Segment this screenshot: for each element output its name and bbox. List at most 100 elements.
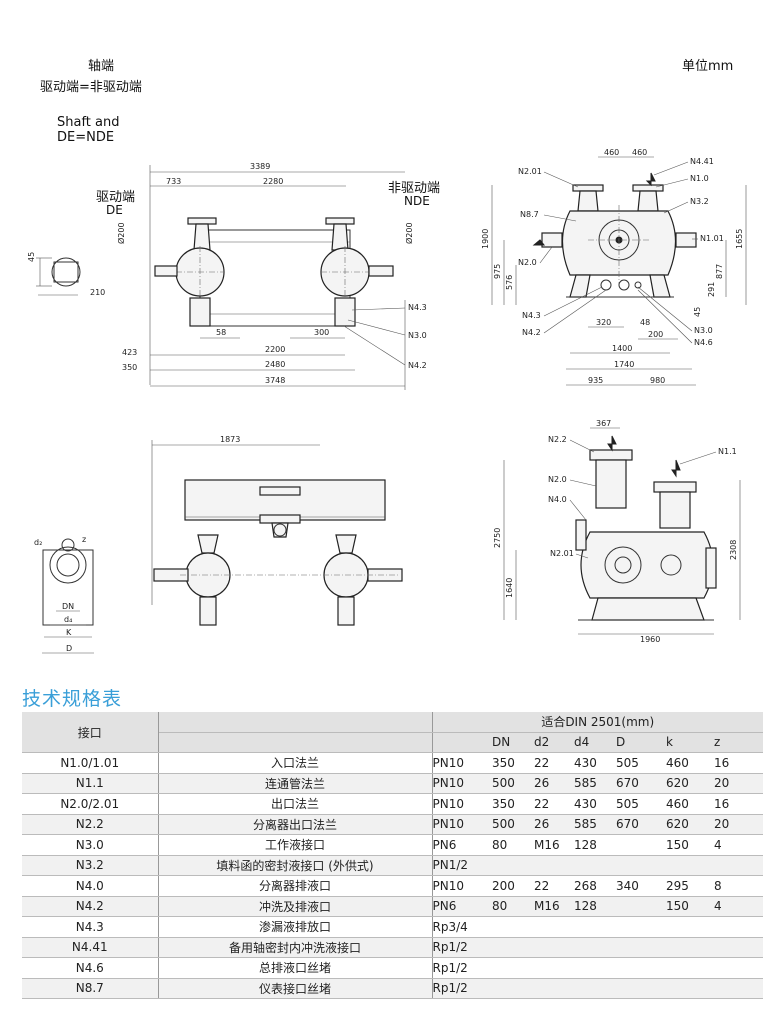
cell-z	[714, 937, 763, 958]
cell-d2: 22	[534, 752, 574, 774]
cell-k	[666, 978, 714, 999]
port-n43-side: N4.3	[522, 311, 541, 320]
front-view-with-separator-drawing: 1873 d₂ z DN d₄ K D	[34, 435, 403, 654]
shaft-equal-label-cn: 驱动端=非驱动端	[40, 80, 142, 95]
cell-k	[666, 916, 714, 938]
cell-D	[616, 957, 666, 979]
cell-pn: PN6	[432, 834, 492, 856]
side-view-drawing: 460 460 1900 975 576 1655 877 291 45 N2.…	[481, 148, 747, 386]
cell-port: N4.6	[22, 957, 159, 979]
cell-k: 460	[666, 793, 714, 815]
cell-dn: 80	[492, 896, 534, 917]
cell-name: 连通管法兰	[158, 773, 433, 794]
cell-pn: PN1/2	[432, 855, 492, 876]
dim-1900: 1900	[481, 229, 490, 249]
nde-label-en: NDE	[404, 194, 430, 208]
dim-1640: 1640	[505, 578, 514, 598]
cell-d4: 430	[574, 793, 616, 815]
cell-port: N1.1	[22, 773, 159, 794]
dim-3389: 3389	[250, 162, 270, 171]
dim-48: 48	[640, 318, 650, 327]
cell-dn: 200	[492, 875, 534, 897]
cell-name: 渗漏液排放口	[158, 916, 433, 938]
cell-name: 分离器出口法兰	[158, 814, 433, 835]
cell-d2	[534, 978, 574, 999]
dim-1873: 1873	[220, 435, 240, 444]
cell-d2	[534, 957, 574, 979]
cell-d4: 128	[574, 896, 616, 917]
cell-z: 8	[714, 875, 763, 897]
dim-2480: 2480	[265, 360, 285, 369]
cell-d2	[534, 855, 574, 876]
dim-350: 350	[122, 363, 137, 372]
cell-pn: PN6	[432, 896, 492, 917]
port-n101-side: N1.01	[700, 234, 724, 243]
col-header-dn: DN	[492, 732, 534, 753]
port-n42-front: N4.2	[408, 361, 427, 370]
cell-D	[616, 896, 666, 917]
dim-45-shaft: 45	[27, 252, 36, 262]
cell-D: 340	[616, 875, 666, 897]
port-n30-front: N3.0	[408, 331, 427, 340]
dim-1740: 1740	[614, 360, 634, 369]
dim-460-left: 460	[604, 148, 619, 157]
cell-port: N8.7	[22, 978, 159, 999]
dim-367: 367	[596, 420, 611, 428]
flange-dn-label: DN	[62, 602, 74, 611]
cell-z: 16	[714, 793, 763, 815]
cell-dn: 500	[492, 773, 534, 794]
dim-2308: 2308	[729, 540, 738, 560]
cell-pn: Rp1/2	[432, 937, 492, 958]
cell-dn	[492, 957, 534, 979]
cell-port: N1.0/1.01	[22, 752, 159, 774]
cell-D	[616, 937, 666, 958]
cell-dn: 350	[492, 793, 534, 815]
cell-D: 505	[616, 793, 666, 815]
cell-d2	[534, 937, 574, 958]
cell-k	[666, 855, 714, 876]
cell-pn: PN10	[432, 773, 492, 794]
cell-port: N4.3	[22, 916, 159, 938]
cell-D: 670	[616, 814, 666, 835]
col-header-port: 接口	[22, 712, 159, 753]
cell-d4: 585	[574, 814, 616, 835]
dim-935: 935	[588, 376, 603, 385]
dim-576: 576	[505, 275, 514, 290]
cell-z: 16	[714, 752, 763, 774]
col-header-d4: d4	[574, 732, 616, 753]
cell-D	[616, 916, 666, 938]
port-n201-bottom: N2.01	[550, 549, 574, 558]
cell-k: 620	[666, 814, 714, 835]
cell-d2: 22	[534, 875, 574, 897]
port-n87-side: N8.7	[520, 210, 539, 219]
dim-320: 320	[596, 318, 611, 327]
cell-z	[714, 916, 763, 938]
cell-D	[616, 834, 666, 856]
cell-port: N2.0/2.01	[22, 793, 159, 815]
dim-d200-left: Ø200	[116, 222, 126, 244]
flange-d4-label: d₄	[64, 615, 72, 624]
cell-d4: 585	[574, 773, 616, 794]
dim-2280: 2280	[263, 177, 283, 186]
dim-d200-right: Ø200	[404, 222, 414, 244]
shaft-equal-label-en: DE=NDE	[57, 130, 115, 145]
dim-1655: 1655	[735, 229, 744, 249]
cell-z: 20	[714, 773, 763, 794]
col-header-k: k	[666, 732, 714, 753]
cell-d4: 430	[574, 752, 616, 774]
cell-z	[714, 978, 763, 999]
cell-name: 备用轴密封内冲洗液接口	[158, 937, 433, 958]
cell-pn: Rp1/2	[432, 957, 492, 979]
dim-980: 980	[650, 376, 665, 385]
cell-d2: M16	[534, 896, 574, 917]
col-header-din: 适合DIN 2501(mm)	[432, 712, 763, 733]
cell-dn	[492, 937, 534, 958]
cell-d2: 22	[534, 793, 574, 815]
